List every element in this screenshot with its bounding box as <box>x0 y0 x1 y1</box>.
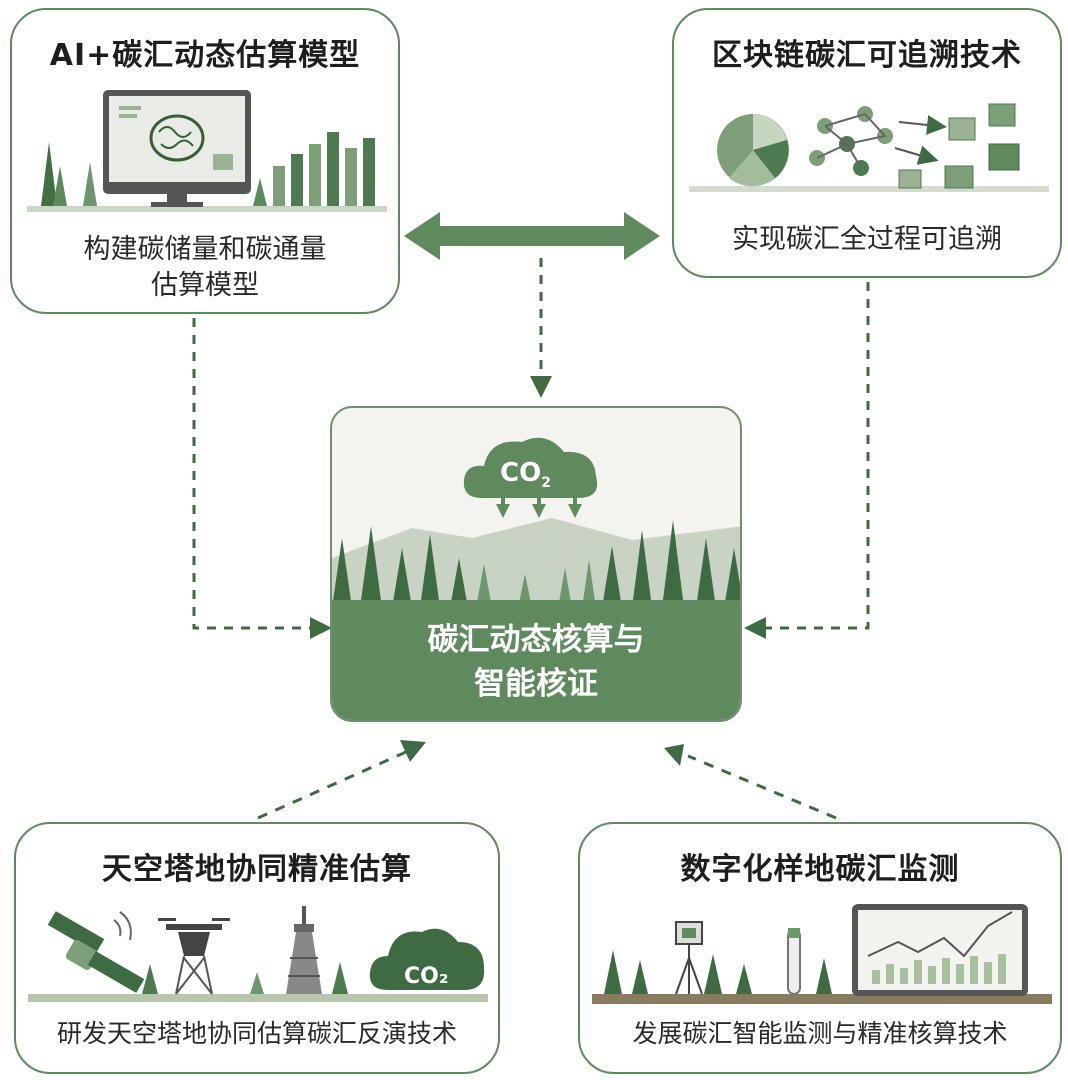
sensing-network-illustration <box>28 906 488 1002</box>
dashed-arrow-bottom-left <box>257 750 407 820</box>
co2-label: CO2 <box>500 458 551 492</box>
box-title: 数字化样地碳汇监测 <box>680 852 960 887</box>
plot-monitoring-illustration <box>592 904 1052 1004</box>
drone-icon <box>158 918 230 995</box>
blockchain-cube-icon <box>689 103 1049 192</box>
box-blockchain: 区块链碳汇可追溯技术 实现碳汇全过程可追溯 <box>672 8 1062 278</box>
box-desc-line2: 估算模型 <box>151 270 259 301</box>
co2-cloud-icon <box>369 928 485 990</box>
satellite-icon <box>47 911 145 993</box>
brain-monitor-icon <box>27 90 387 212</box>
box-desc: 发展碳汇智能监测与精准核算技术 <box>632 1019 1008 1048</box>
co2-cloud-icon <box>463 437 598 518</box>
center-label: 碳汇动态核算与 智能核证 <box>332 600 740 720</box>
box-title: 区块链碳汇可追溯技术 <box>712 38 1022 73</box>
center-box-carbon-accounting: CO2 碳汇动态核算与 智能核证 <box>330 406 742 722</box>
pie-chart-icon <box>717 114 789 187</box>
box-desc-line1: 构建碳储量和碳通量 <box>83 234 327 265</box>
box-desc: 实现碳汇全过程可追溯 <box>732 224 1002 255</box>
box-sky-space-tower-ground: 天空塔地协同精准估算 CO₂ 研发天空塔地协同估算碳汇反演技术 <box>14 822 500 1074</box>
center-label-line1: 碳汇动态核算与 <box>427 622 645 658</box>
dashed-arrow-left <box>192 318 312 630</box>
dashed-arrow-right <box>764 282 870 630</box>
forest-co2-illustration <box>332 437 740 608</box>
dashed-arrow-bottom-right <box>687 754 837 820</box>
box-title: AI+碳汇动态估算模型 <box>49 38 361 73</box>
cloud-label: CO₂ <box>404 964 449 989</box>
center-label-line2: 智能核证 <box>474 666 598 702</box>
bar-chart-icon <box>273 132 375 206</box>
tower-icon <box>286 906 322 994</box>
box-desc: 研发天空塔地协同估算碳汇反演技术 <box>56 1019 457 1048</box>
box-title: 天空塔地协同精准估算 <box>102 852 412 887</box>
sensor-icon <box>675 921 703 995</box>
bidirectional-arrow <box>404 212 660 260</box>
tablet-chart-icon <box>852 904 1028 996</box>
box-digital-plot: 数字化样地碳汇监测 发 <box>578 822 1062 1074</box>
box-ai-model: AI+碳汇动态估算模型 构建碳储量和碳通量 估算模型 <box>10 8 400 314</box>
